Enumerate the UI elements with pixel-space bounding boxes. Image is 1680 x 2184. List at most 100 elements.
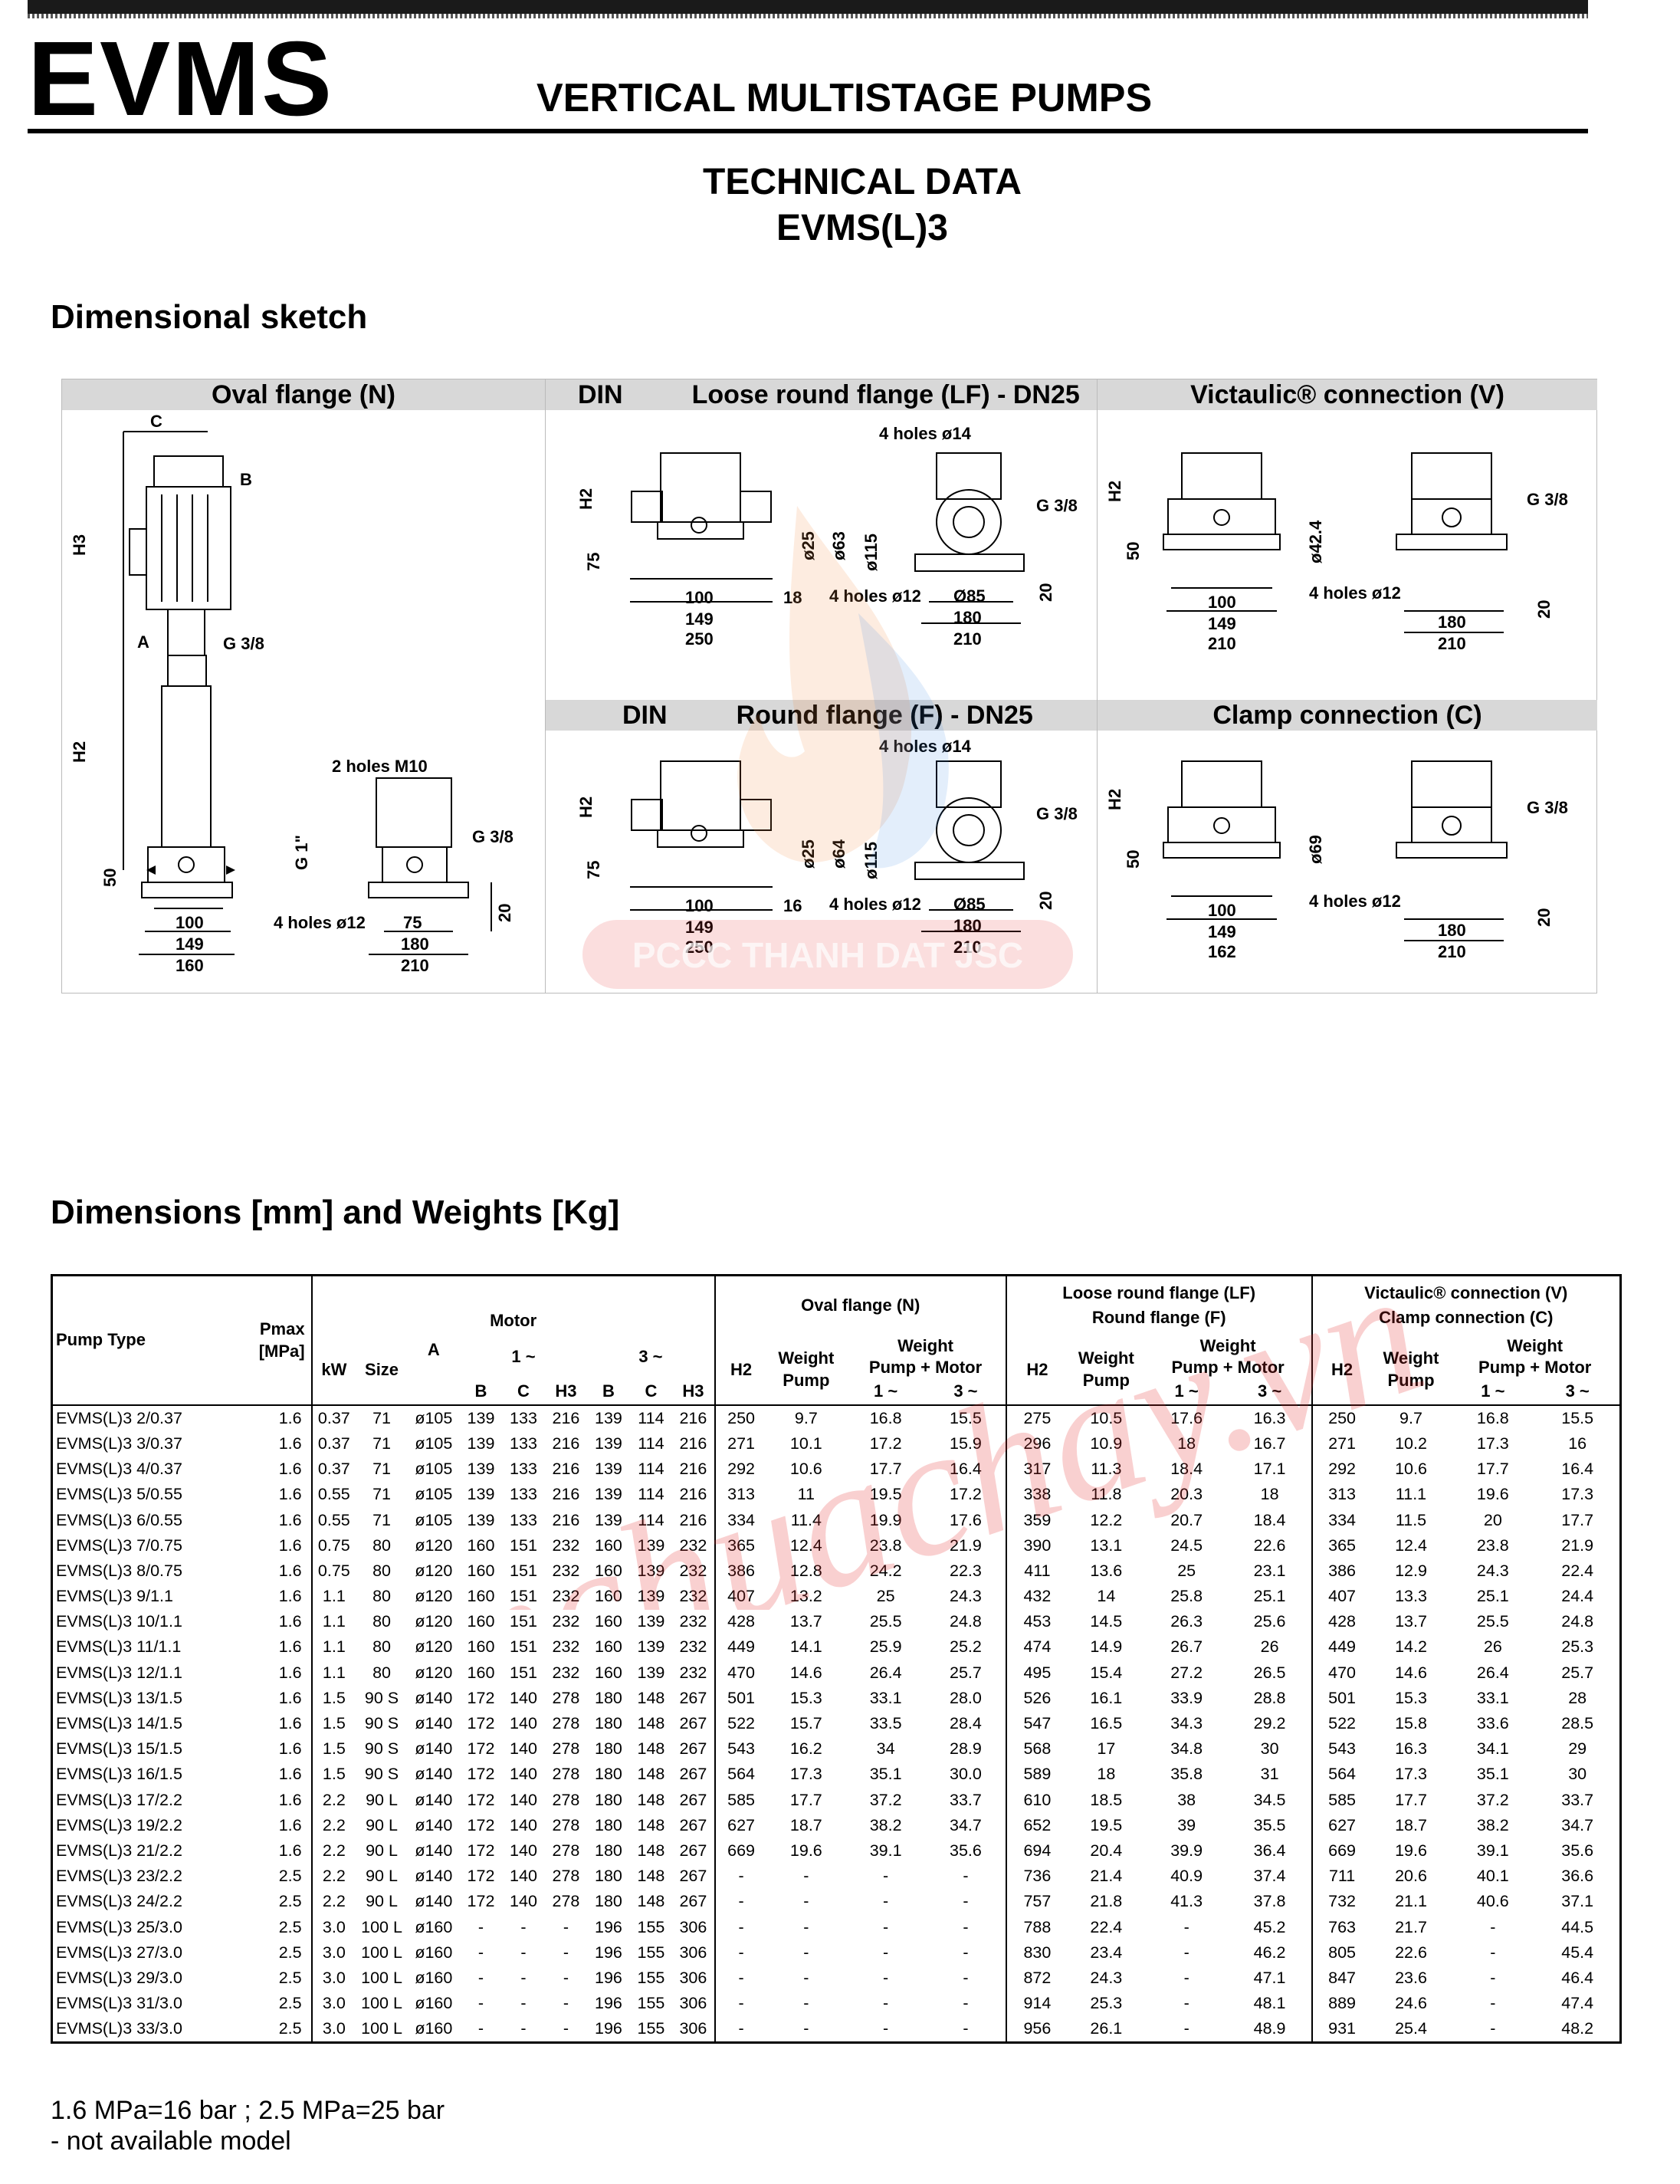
- table-cell: 40.6: [1476, 1892, 1509, 1911]
- table-cell: 196: [595, 1943, 622, 1962]
- clamp-dim-180: 180: [1438, 921, 1466, 940]
- table-cell: 543: [714, 1736, 767, 1762]
- cell-pump-type: EVMS(L)3 25/3.0: [56, 1917, 182, 1936]
- cell-pump-type: EVMS(L)3 9/1.1: [56, 1587, 173, 1606]
- table-cell: 306: [679, 1968, 707, 1987]
- loose-dim-d63: ø63: [829, 531, 848, 560]
- table-cell: 610: [1005, 1787, 1068, 1813]
- table-cell: 14.2: [1395, 1637, 1427, 1657]
- table-cell: 14.6: [789, 1663, 822, 1682]
- table-cell: 2.5: [278, 1867, 302, 1886]
- round-dim-75: 75: [584, 861, 603, 879]
- hdr-vict-1: Victaulic® connection (V): [1364, 1283, 1568, 1303]
- table-cell: 16.3: [1253, 1408, 1286, 1427]
- table-cell: 28.0: [950, 1688, 982, 1707]
- table-cell: 306: [679, 1917, 707, 1936]
- cell-pump-type: EVMS(L)3 15/1.5: [56, 1739, 182, 1759]
- table-cell: ø120: [415, 1612, 453, 1631]
- table-cell: 23.6: [1395, 1968, 1427, 1987]
- table-cell: 306: [679, 2019, 707, 2038]
- table-cell: 19.5: [869, 1485, 902, 1504]
- table-cell: 160: [467, 1587, 495, 1606]
- table-cell: 232: [679, 1612, 707, 1631]
- table-cell: 26: [1260, 1637, 1279, 1657]
- table-cell: 22.6: [1253, 1535, 1286, 1555]
- table-cell: 306: [679, 1994, 707, 2013]
- table-cell: 12.4: [1395, 1535, 1427, 1555]
- table-cell: 10.9: [1090, 1434, 1123, 1453]
- table-cell: -: [714, 1991, 767, 2017]
- round-dim-100: 100: [685, 896, 714, 915]
- table-cell: 564: [714, 1762, 767, 1788]
- table-cell: 139: [637, 1612, 665, 1631]
- table-cell: 216: [679, 1460, 707, 1479]
- table-cell: 114: [638, 1408, 664, 1427]
- table-cell: 267: [679, 1739, 707, 1759]
- oval-dim-20: 20: [495, 904, 514, 922]
- table-cell: 1.6: [278, 1688, 302, 1707]
- table-cell: -: [963, 1994, 969, 2013]
- table-cell: 133: [510, 1408, 537, 1427]
- table-cell: 160: [467, 1663, 495, 1682]
- table-cell: 172: [467, 1841, 495, 1860]
- table-cell: 267: [679, 1815, 707, 1834]
- table-cell: 19.6: [1395, 1841, 1427, 1860]
- table-cell: 1.5: [310, 1710, 356, 1737]
- round-dim-g38: G 3/8: [1036, 804, 1078, 823]
- sketch-section-title: Dimensional sketch: [51, 298, 368, 336]
- table-cell: 71: [372, 1510, 391, 1529]
- table-cell: 140: [510, 1688, 537, 1707]
- table-cell: 232: [552, 1637, 580, 1657]
- table-cell: -: [520, 2019, 527, 2038]
- table-cell: 140: [510, 1765, 537, 1784]
- table-cell: 21.9: [1561, 1535, 1594, 1555]
- table-cell: -: [963, 1892, 969, 1911]
- table-cell: 232: [552, 1587, 580, 1606]
- table-cell: 45.2: [1253, 1917, 1286, 1936]
- table-cell: 151: [510, 1535, 537, 1555]
- table-cell: 33.5: [869, 1714, 902, 1733]
- table-cell: 18: [1260, 1485, 1279, 1504]
- table-cell: -: [520, 1943, 527, 1962]
- table-cell: 28: [1568, 1688, 1587, 1707]
- table-cell: 17.3: [789, 1765, 822, 1784]
- hdr-oval-1ph: 1 ~: [874, 1381, 898, 1401]
- table-cell: -: [1490, 1917, 1496, 1936]
- table-cell: 652: [1005, 1812, 1068, 1838]
- table-cell: -: [563, 2019, 569, 2038]
- hdr-kw: kW: [310, 1335, 356, 1405]
- table-cell: 3.0: [310, 1939, 356, 1966]
- table-cell: 585: [714, 1787, 767, 1813]
- loose-flange-drawing: H2 4 holes ø14 G 3/8 75 ø25 ø63 ø115 100…: [576, 424, 1078, 649]
- table-cell: 1.6: [278, 1535, 302, 1555]
- table-cell: 35.1: [869, 1765, 902, 1784]
- table-cell: 2.2: [310, 1864, 356, 1890]
- table-cell: 13.2: [789, 1587, 822, 1606]
- table-cell: 16.3: [1395, 1739, 1427, 1759]
- table-cell: 19.5: [1090, 1815, 1123, 1834]
- table-cell: 26.1: [1090, 2019, 1123, 2038]
- hdr-oval-pump-motor: Pump + Motor: [868, 1358, 983, 1378]
- sketch-loose-flange: DIN Loose round flange (LF) - DN25 H2 4 …: [545, 379, 1098, 700]
- table-cell: -: [1490, 1968, 1496, 1987]
- table-cell: 35.6: [950, 1841, 982, 1860]
- table-cell: 25.7: [1561, 1663, 1594, 1682]
- clamp-dim-100: 100: [1208, 901, 1236, 920]
- clamp-dim-162: 162: [1208, 942, 1236, 961]
- table-cell: 140: [510, 1714, 537, 1733]
- table-cell: 22.6: [1395, 1943, 1427, 1962]
- table-cell: 160: [595, 1535, 622, 1555]
- table-cell: 24.3: [950, 1587, 982, 1606]
- table-cell: 407: [1311, 1584, 1372, 1610]
- table-cell: -: [1490, 2019, 1496, 2038]
- table-cell: ø140: [415, 1765, 453, 1784]
- table-cell: 21.8: [1090, 1892, 1123, 1911]
- table-cell: 275: [1005, 1404, 1068, 1431]
- table-cell: 411: [1005, 1558, 1068, 1584]
- table-cell: 2.5: [278, 1917, 302, 1936]
- table-cell: 16.2: [789, 1739, 822, 1759]
- table-cell: 17.6: [950, 1510, 982, 1529]
- table-cell: 17.3: [1395, 1765, 1427, 1784]
